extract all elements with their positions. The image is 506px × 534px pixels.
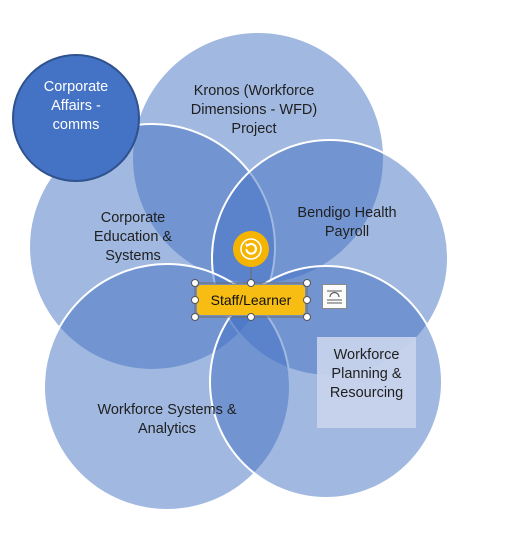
label-workforce-planning: Workforce Planning & Resourcing — [329, 347, 404, 401]
resize-handle-top[interactable] — [247, 279, 255, 287]
center-staff-learner[interactable]: Staff/Learner — [196, 284, 306, 316]
resize-handle-bottom-left[interactable] — [191, 313, 199, 321]
resize-handle-top-left[interactable] — [191, 279, 199, 287]
resize-handle-right[interactable] — [303, 296, 311, 304]
resize-handle-bottom-right[interactable] — [303, 313, 311, 321]
label-kronos: Kronos (Workforce Dimensions - WFD) Proj… — [190, 83, 318, 137]
label-payroll: Bendigo Health Payroll — [297, 205, 397, 240]
planning-label-box — [317, 337, 416, 428]
resize-handle-bottom[interactable] — [247, 313, 255, 321]
layout-options-icon[interactable] — [322, 284, 347, 309]
rotate-arrow-icon — [240, 238, 262, 260]
resize-handle-left[interactable] — [191, 296, 199, 304]
center-label: Staff/Learner — [210, 292, 292, 308]
layout-lines-icon — [327, 290, 342, 304]
label-corporate-education: Corporate Education & Systems — [93, 210, 173, 264]
resize-handle-top-right[interactable] — [303, 279, 311, 287]
label-corporate-affairs: Corporate Affairs - comms — [43, 79, 109, 133]
label-workforce-systems: Workforce Systems & Analytics — [97, 402, 237, 437]
rotate-handle-icon[interactable] — [233, 231, 269, 267]
circle-corporate-affairs[interactable] — [12, 54, 140, 182]
